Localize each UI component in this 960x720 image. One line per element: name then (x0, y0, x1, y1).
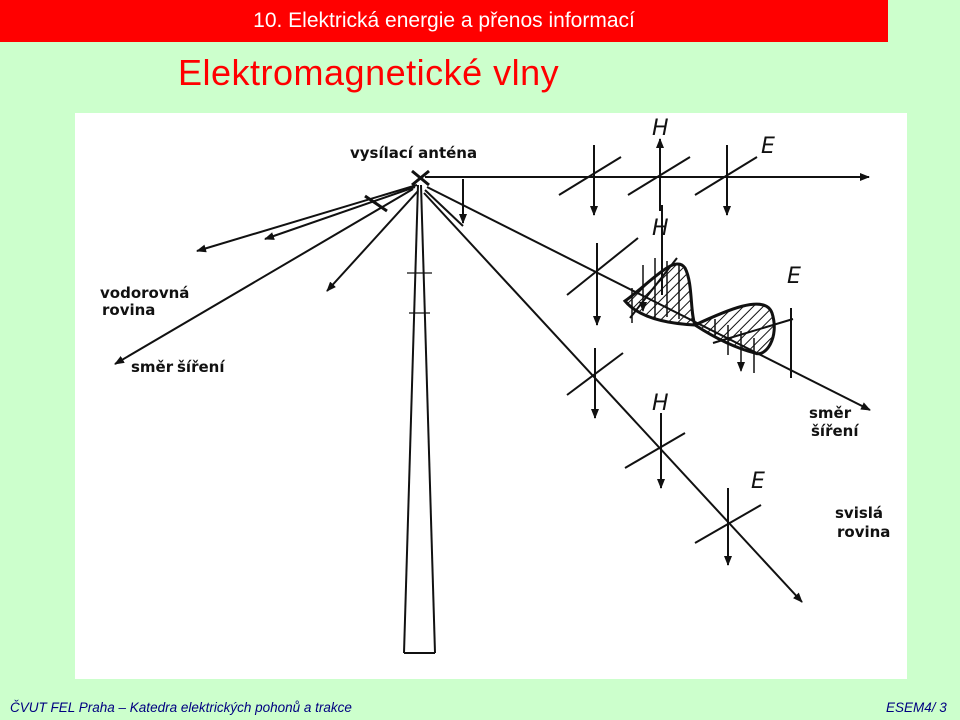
field-label-h-top: H (652, 116, 669, 141)
field-label-h-bottom: H (652, 391, 669, 416)
header-bar (0, 0, 888, 42)
slide-title: Elektromagnetické vlny (178, 52, 560, 93)
em-wave-envelope (622, 262, 776, 356)
footer-institution: ČVUT FEL Praha – Katedra elektrických po… (10, 700, 352, 715)
vertical-plane-label-line2: rovina (837, 523, 890, 541)
antenna-label: vysílací anténa (350, 144, 477, 162)
horizontal-plane-label-line1: vodorovná (100, 284, 189, 302)
field-vectors-lower (566, 348, 762, 566)
propagation-left-label-line1: směr (131, 358, 174, 376)
field-vectors-top (558, 138, 758, 216)
horizontal-plane-label-line2: rovina (102, 301, 155, 319)
footer-slide-number: ESEM4/ 3 (886, 700, 947, 715)
field-vectors-diagonal (566, 205, 794, 378)
propagation-left-label-line2: šíření (177, 358, 225, 376)
header-title: 10. Elektrická energie a přenos informac… (253, 9, 635, 32)
vertical-plane-label-line1: svislá (835, 504, 883, 522)
propagation-right-label-line1: směr (809, 404, 852, 422)
antenna-mast (403, 184, 436, 654)
vertical-plane-rays (423, 173, 871, 603)
field-label-e-middle: E (787, 264, 801, 289)
horizontal-plane-rays (114, 184, 419, 365)
em-wave-figure: vysílací anténa vodorovná rovina směr ší… (75, 113, 907, 679)
field-label-h-middle: H (652, 216, 669, 241)
propagation-right-label-line2: šíření (811, 422, 859, 440)
field-label-e-top: E (761, 134, 775, 159)
field-label-e-bottom: E (751, 469, 765, 494)
em-wave-diagram: vysílací anténa vodorovná rovina směr ší… (100, 116, 890, 654)
antenna-tip-icon (411, 169, 430, 187)
